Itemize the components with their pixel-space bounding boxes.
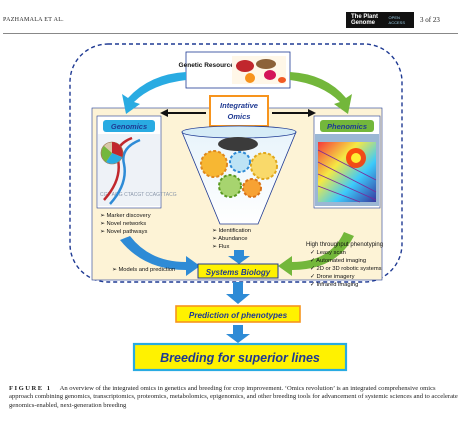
- phenomics-title: Phenomics: [327, 122, 367, 131]
- phenotyping-bullet: ✓ Infrared imaging: [310, 282, 358, 288]
- breeding-box: [132, 342, 348, 372]
- genomics-title: Genomics: [111, 122, 147, 131]
- omics-bullet: ➢ Identification: [212, 228, 251, 234]
- dna-image: CGT AGG CTACGT CCAGTTACG: [98, 134, 177, 206]
- systems-biology-label: Systems Biology: [206, 268, 271, 277]
- world-map-icon: [232, 56, 286, 84]
- genetic-resources-label: Genetic Resources: [179, 62, 238, 69]
- phenotyping-bullet: ✓ 2D or 3D robotic systems: [310, 266, 382, 272]
- journal-logo: OPEN ACCESS: [388, 15, 405, 25]
- omics-bullet-list: ➢ Identification ➢ Abundance ➢ Flux: [212, 228, 251, 250]
- systems-biology-box: [197, 263, 279, 279]
- integrative-omics-box: [209, 95, 269, 127]
- journal-name: The Plant Genome: [351, 14, 379, 26]
- omics-gear-blue: [229, 151, 251, 173]
- omics-gear-orange-small: [242, 178, 262, 198]
- omics-blob-dark: [218, 137, 258, 151]
- genomics-header: [103, 120, 155, 132]
- phenotyping-bullet: ✓ Leasy scan: [310, 250, 346, 256]
- page-number: 3 of 23: [420, 16, 440, 24]
- omics-gear-orange: [200, 150, 228, 178]
- genomics-bullet: ➢ Novel pathways: [100, 229, 147, 235]
- integrative-omics-label-1: Integrative: [220, 101, 258, 110]
- phenomics-header: [320, 120, 374, 132]
- phenotyping-title: High throughput phenotyping: [306, 242, 383, 248]
- arrow-phenomics-to-systems: [278, 232, 354, 276]
- prediction-box: [175, 305, 301, 323]
- running-header-author: PAZHAMALA ET AL.: [3, 17, 64, 23]
- omics-gear-yellow: [250, 152, 278, 180]
- phenotyping-image: [315, 134, 379, 206]
- omics-bullet: ➢ Abundance: [212, 236, 248, 242]
- caption-text: An overview of the integrated omics in g…: [9, 385, 458, 409]
- arrow-systems-to-prediction: [226, 282, 250, 304]
- phenotyping-list: High throughput phenotyping ✓ Leasy scan…: [306, 242, 383, 288]
- omics-figure: Genetic Resources Integrative Omics Geno…: [69, 43, 403, 372]
- arrow-to-phenomics: [290, 72, 352, 114]
- integrative-omics-label-2: Omics: [228, 112, 251, 121]
- genomics-bullet: ➢ Marker discovery: [100, 213, 151, 219]
- breeding-label: Breeding for superior lines: [160, 351, 320, 365]
- header-rule: [3, 33, 458, 34]
- figure-label: FIGURE 1: [9, 385, 52, 392]
- genomics-bullet-list: ➢ Marker discovery ➢ Novel networks ➢ No…: [100, 213, 151, 235]
- omics-gear-green: [218, 174, 242, 198]
- genomics-bullet: ➢ Novel networks: [100, 221, 146, 227]
- prediction-label: Prediction of phenotypes: [189, 311, 288, 320]
- phenotyping-bullet: ✓ Drone imagery: [310, 274, 355, 280]
- arrow-to-genomics: [122, 72, 186, 114]
- arrow-funnel-down: [228, 250, 250, 264]
- journal-badge: The Plant Genome OPEN ACCESS: [346, 12, 414, 28]
- omics-bullet: ➢ Flux: [212, 244, 230, 250]
- omics-funnel: [181, 125, 297, 225]
- phenotyping-bullet: ✓ Automated imaging: [310, 258, 366, 264]
- models-prediction-label: ➢ Models and prediction: [112, 267, 175, 273]
- arrow-genomics-to-systems: [120, 236, 200, 276]
- arrow-prediction-to-breeding: [226, 325, 250, 343]
- dna-letters: CGT AGG CTACGT CCAGTTACG: [100, 192, 177, 198]
